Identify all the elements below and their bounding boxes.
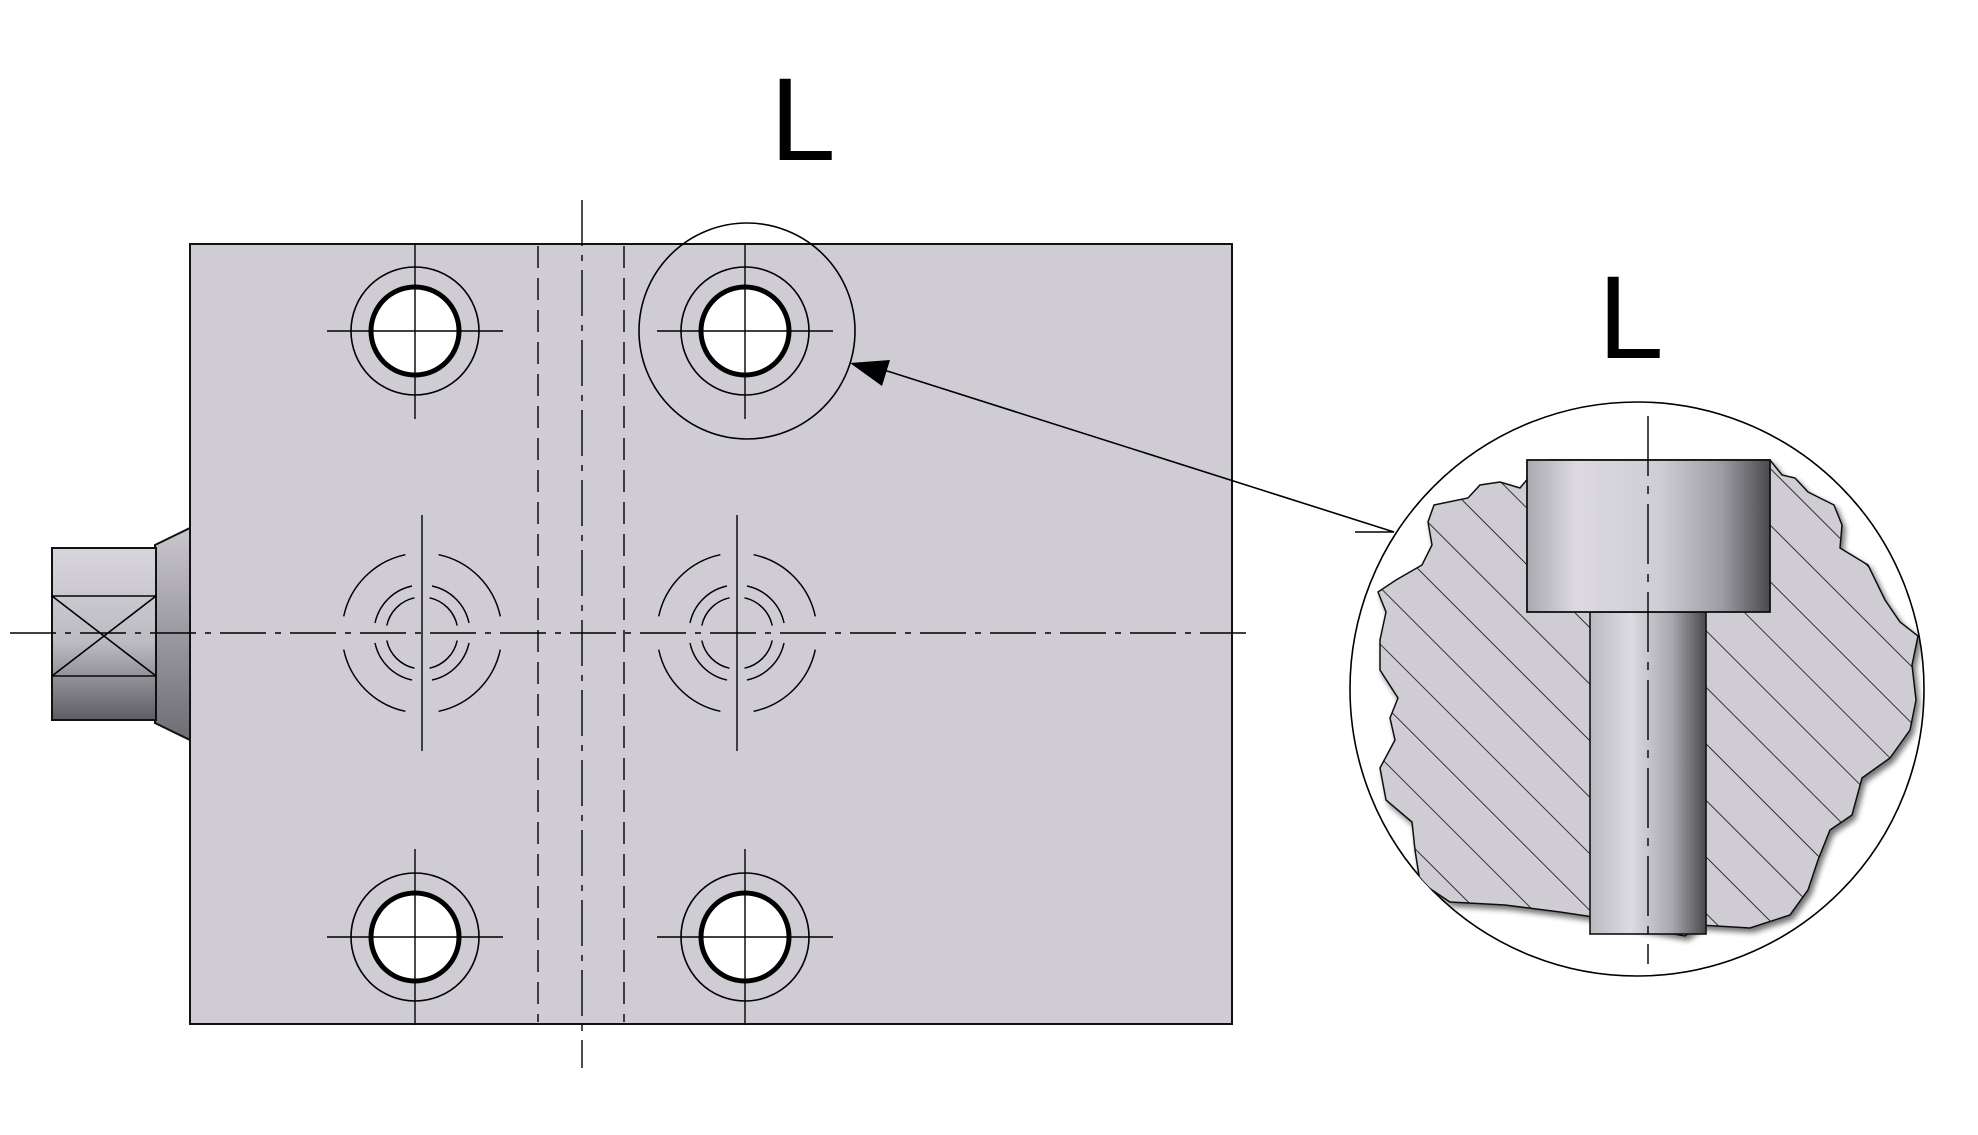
thread-arc-middle [431, 585, 470, 624]
counterbored-hole [657, 243, 833, 419]
thread-arc-outer [438, 649, 502, 713]
threaded-hole [657, 515, 817, 751]
thread-arc-middle [746, 642, 785, 681]
thread-arc-outer [753, 649, 817, 713]
thread-arc-inner [429, 640, 458, 669]
detail-indicator-circle [638, 222, 856, 440]
threaded-holes [342, 515, 817, 751]
threaded-hole [342, 515, 502, 751]
counterbored-hole [327, 849, 503, 1025]
thread-arc-inner [744, 597, 773, 626]
thread-arc-inner [429, 597, 458, 626]
thread-arc-inner [386, 640, 415, 669]
leader-line [883, 369, 1395, 533]
thread-arc-middle [431, 642, 470, 681]
counterbored-hole [327, 243, 503, 419]
detail-label: L [1598, 252, 1664, 384]
thread-arc-middle [689, 642, 728, 681]
thread-arc-outer [438, 553, 502, 617]
thread-arc-outer [657, 649, 721, 713]
thread-arc-middle [689, 585, 728, 624]
fitting-shaft [51, 547, 157, 721]
valve-body [189, 243, 1233, 1025]
thread-arc-outer [657, 553, 721, 617]
leader-arrowhead [850, 360, 890, 386]
thread-arc-middle [374, 585, 413, 624]
thread-arc-outer [342, 553, 406, 617]
counterbored-holes [327, 243, 833, 1025]
hidden-channel [537, 246, 625, 1022]
thread-arc-outer [753, 553, 817, 617]
thread-arc-middle [746, 585, 785, 624]
fitting-flat [51, 595, 157, 677]
thread-arc-inner [386, 597, 415, 626]
counterbored-hole [657, 849, 833, 1025]
thread-arc-inner [701, 597, 730, 626]
detail-view [1349, 401, 1925, 977]
side-fitting [51, 526, 191, 742]
flat-cross-2 [51, 595, 157, 677]
thread-arc-inner [701, 640, 730, 669]
fitting-cone [154, 526, 191, 742]
thread-arc-middle [374, 642, 413, 681]
thread-arc-outer [342, 649, 406, 713]
view-label: L [770, 54, 836, 186]
thread-arc-inner [744, 640, 773, 669]
